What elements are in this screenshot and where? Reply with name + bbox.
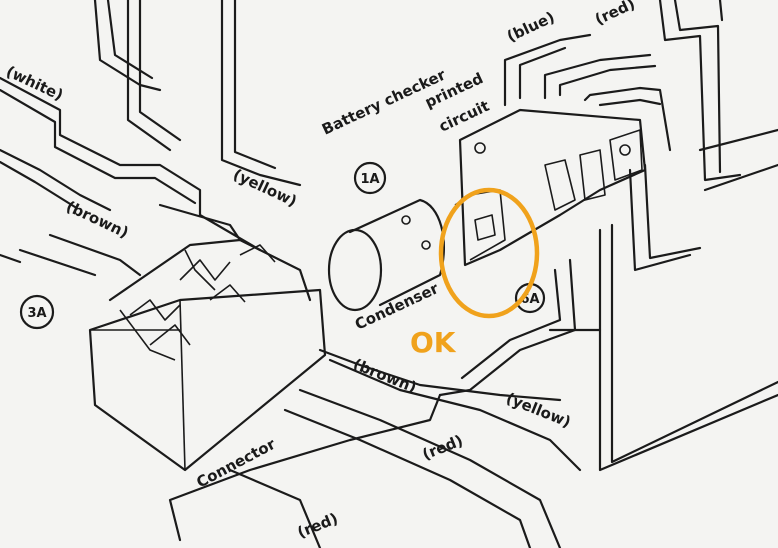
label-red-very-bottom: (red) <box>295 509 341 541</box>
label-blue: (blue) <box>504 8 557 46</box>
right-wires <box>168 0 778 548</box>
diagram-labels: (white) (yellow) (brown) Battery checker… <box>3 0 637 542</box>
printed-circuit-board <box>454 108 647 267</box>
label-connector: Connector <box>193 435 278 492</box>
marker-1a-text: 1A <box>360 172 379 187</box>
marker-left <box>19 294 55 330</box>
marker-left-text: 3A <box>27 306 46 321</box>
label-yellow-top: (yellow) <box>230 165 299 210</box>
label-red-bottom: (red) <box>420 431 466 463</box>
marker-1a <box>353 161 387 195</box>
connector-block <box>88 238 327 472</box>
wire-lines <box>0 0 302 277</box>
circle-markers: 1A 3A 6A <box>19 161 546 330</box>
label-brown-bottom: (brown) <box>351 355 420 397</box>
ok-annotation: OK <box>410 187 540 359</box>
label-red-top: (red) <box>592 0 638 29</box>
ok-label: OK <box>410 326 457 359</box>
ok-highlight-ellipse <box>438 187 540 319</box>
